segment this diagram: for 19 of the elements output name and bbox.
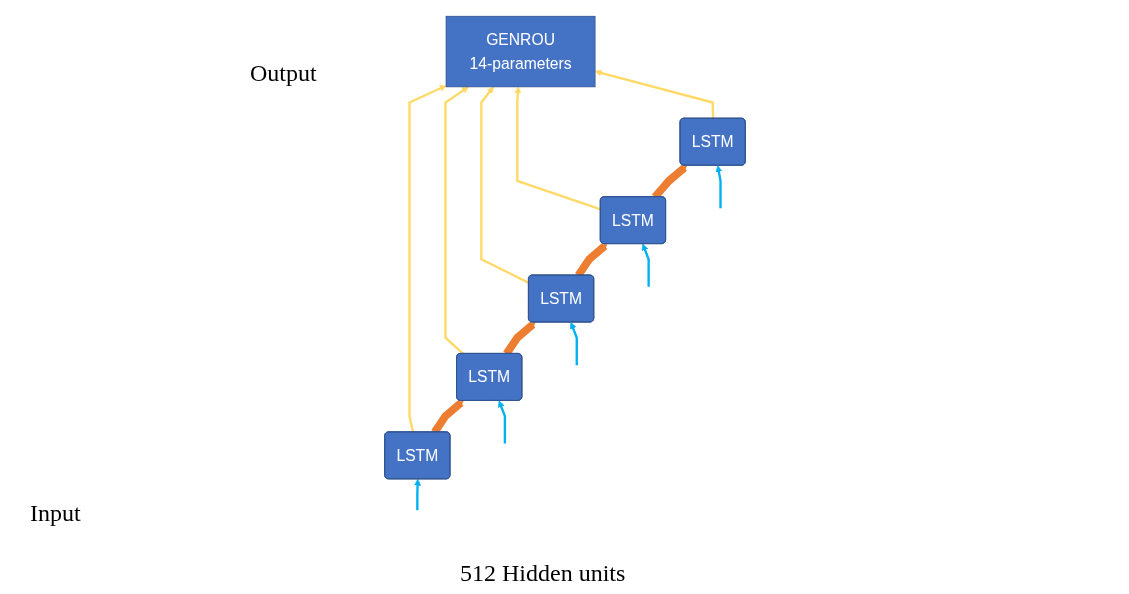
arrow (414, 478, 421, 511)
caption-text: 512 Hidden units (460, 560, 626, 587)
process-box: GENROU 14-parameters (445, 15, 596, 88)
process-box: LSTM (528, 274, 595, 323)
process-box: LSTM (456, 353, 523, 401)
arrow (408, 85, 447, 433)
axis-text: Input (30, 500, 81, 527)
arrow (594, 69, 715, 119)
arrow (444, 86, 469, 355)
arrow (498, 400, 507, 444)
arrow (715, 165, 723, 209)
arrow (641, 243, 650, 287)
axis-text: Output (250, 60, 317, 87)
arrow (514, 86, 602, 211)
process-box: LSTM (679, 117, 746, 166)
arrow (480, 86, 530, 284)
process-box: LSTM (384, 431, 451, 480)
process-box: LSTM (599, 196, 666, 245)
arrow (569, 322, 578, 366)
